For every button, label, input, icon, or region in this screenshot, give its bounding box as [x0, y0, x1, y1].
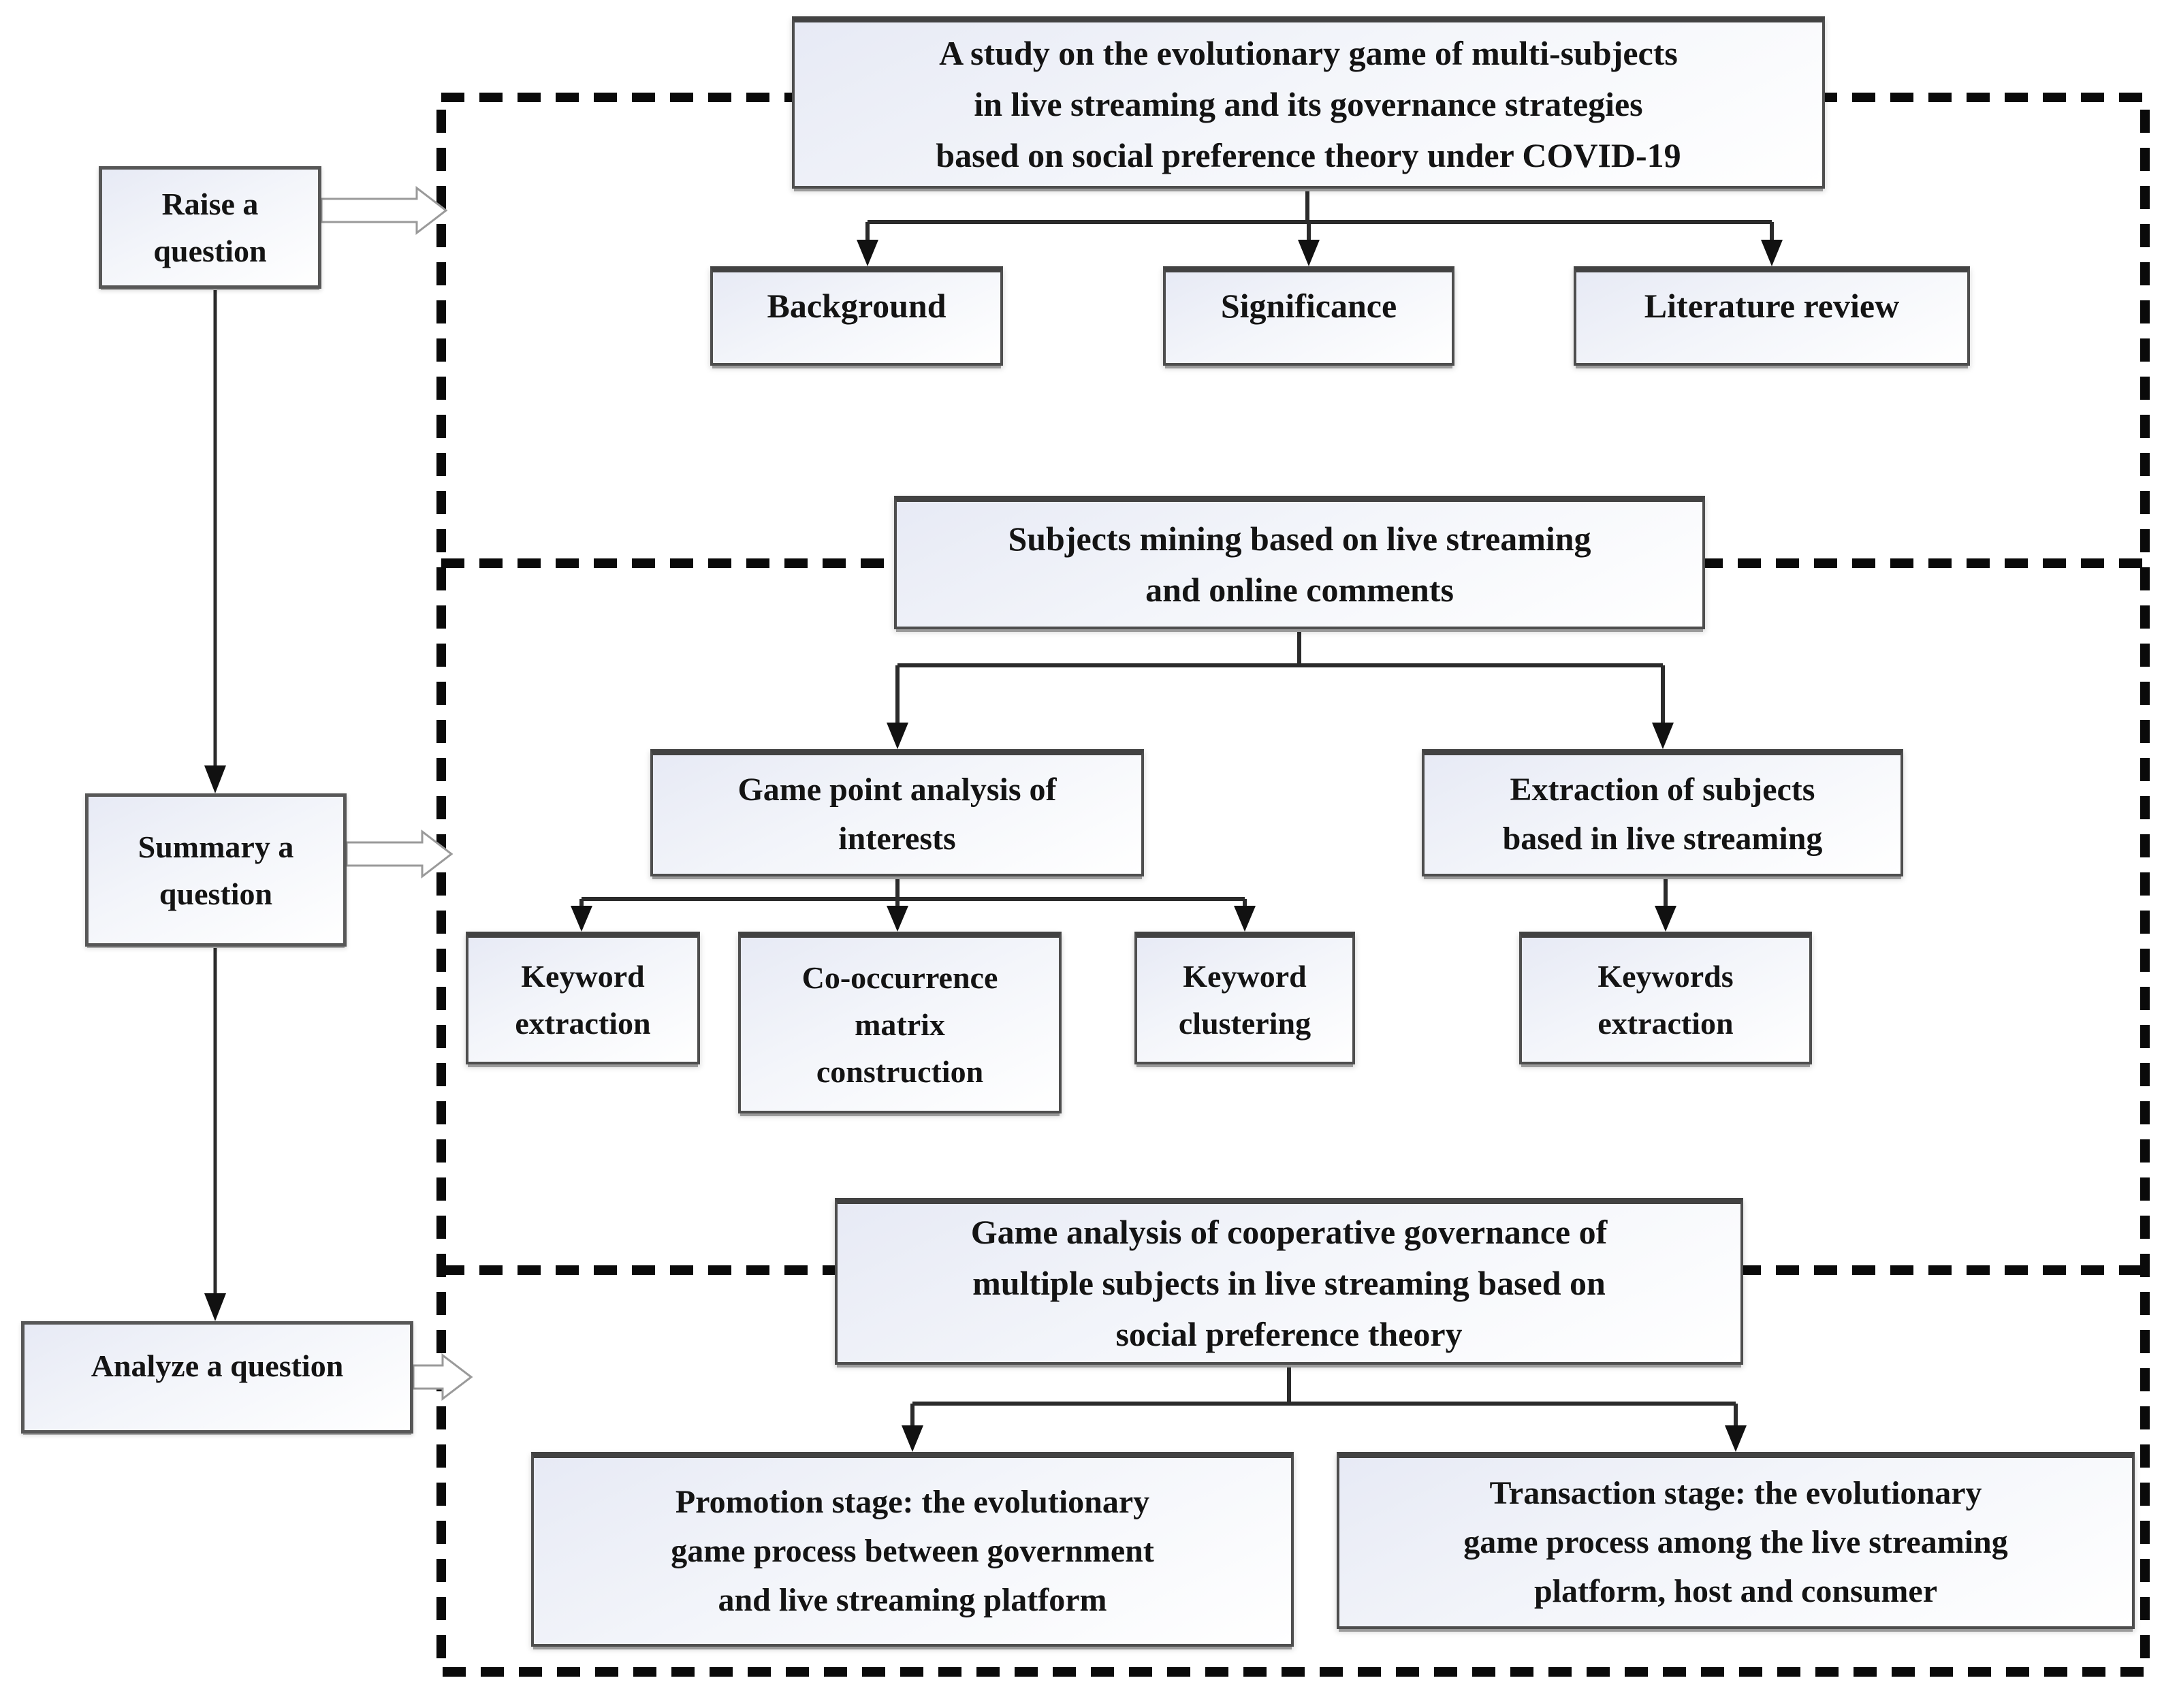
- node-label-line: question: [159, 876, 273, 911]
- node-label-line: multiple subjects in live streaming base…: [972, 1263, 1606, 1302]
- node-label-line: and live streaming platform: [718, 1581, 1107, 1618]
- node-summary-a-question: Summary a question: [85, 793, 347, 947]
- node-label-line: Raise a: [161, 187, 259, 221]
- node-label-line: clustering: [1178, 1006, 1311, 1041]
- node-label-line: and online comments: [1145, 570, 1454, 609]
- node-label-line: Literature review: [1644, 287, 1900, 325]
- node-label-line: based in live streaming: [1502, 821, 1823, 857]
- node-label-line: matrix: [855, 1007, 945, 1042]
- node-keyword-extraction: Keyword extraction: [466, 932, 700, 1064]
- tree-top-section: [857, 189, 1783, 266]
- block-arrow-analyze: [412, 1353, 473, 1402]
- node-label-line: Keyword: [521, 959, 645, 994]
- node-label-line: Game point analysis of: [737, 772, 1057, 808]
- block-arrow-summary: [345, 829, 454, 879]
- node-significance: Significance: [1163, 266, 1454, 366]
- node-label-line: Keywords: [1597, 959, 1734, 994]
- node-extraction-of-subjects: Extraction of subjects based in live str…: [1422, 749, 1903, 876]
- node-subjects-mining: Subjects mining based on live streaming …: [894, 496, 1705, 629]
- node-raise-a-question: Raise a question: [99, 166, 321, 289]
- node-label-line: Subjects mining based on live streaming: [1008, 519, 1591, 558]
- node-label-line: in live streaming and its governance str…: [974, 84, 1643, 123]
- node-label-line: construction: [816, 1054, 984, 1089]
- node-label-line: question: [153, 234, 267, 268]
- tree-bottom-section: [902, 1365, 1747, 1452]
- node-label-line: Significance: [1220, 287, 1397, 325]
- node-promotion-stage: Promotion stage: the evolutionary game p…: [531, 1452, 1294, 1647]
- node-transaction-stage: Transaction stage: the evolutionary game…: [1337, 1452, 2135, 1629]
- node-game-point-analysis: Game point analysis of interests: [650, 749, 1144, 876]
- node-keyword-clustering: Keyword clustering: [1134, 932, 1355, 1064]
- node-label-line: Extraction of subjects: [1510, 772, 1815, 808]
- node-label-line: A study on the evolutionary game of mult…: [939, 33, 1678, 72]
- node-label-line: Keyword: [1183, 959, 1307, 994]
- node-label-line: Promotion stage: the evolutionary: [675, 1483, 1150, 1520]
- node-label-line: Background: [767, 287, 947, 325]
- node-label-line: Co-occurrence: [801, 960, 998, 995]
- node-label-line: extraction: [1597, 1006, 1734, 1041]
- node-label-line: Summary a: [138, 829, 294, 864]
- arrow-summary-to-analyze: [204, 947, 226, 1321]
- node-analyze-a-question: Analyze a question: [21, 1321, 413, 1434]
- node-label-line: Game analysis of cooperative governance …: [970, 1212, 1608, 1251]
- node-study-title: A study on the evolutionary game of mult…: [792, 16, 1825, 189]
- node-label-line: game process among the live streaming: [1463, 1523, 2008, 1560]
- node-label-line: based on social preference theory under …: [936, 136, 1681, 174]
- node-label-line: Transaction stage: the evolutionary: [1489, 1474, 1982, 1511]
- node-label-line: extraction: [515, 1006, 651, 1041]
- node-label-line: interests: [838, 821, 956, 857]
- block-arrow-raise: [320, 185, 448, 236]
- tree-middle-section: [571, 629, 1676, 932]
- node-co-occurrence-matrix: Co-occurrence matrix construction: [738, 932, 1062, 1113]
- node-label-line: platform, host and consumer: [1533, 1572, 1937, 1609]
- node-label-line: game process between government: [671, 1532, 1154, 1569]
- node-background: Background: [710, 266, 1003, 366]
- node-keywords-extraction: Keywords extraction: [1519, 932, 1812, 1064]
- arrow-raise-to-summary: [204, 289, 226, 793]
- node-literature-review: Literature review: [1574, 266, 1970, 366]
- node-label-line: social preference theory: [1115, 1314, 1463, 1353]
- node-label-line: Analyze a question: [91, 1348, 344, 1383]
- node-game-analysis-title: Game analysis of cooperative governance …: [835, 1198, 1743, 1365]
